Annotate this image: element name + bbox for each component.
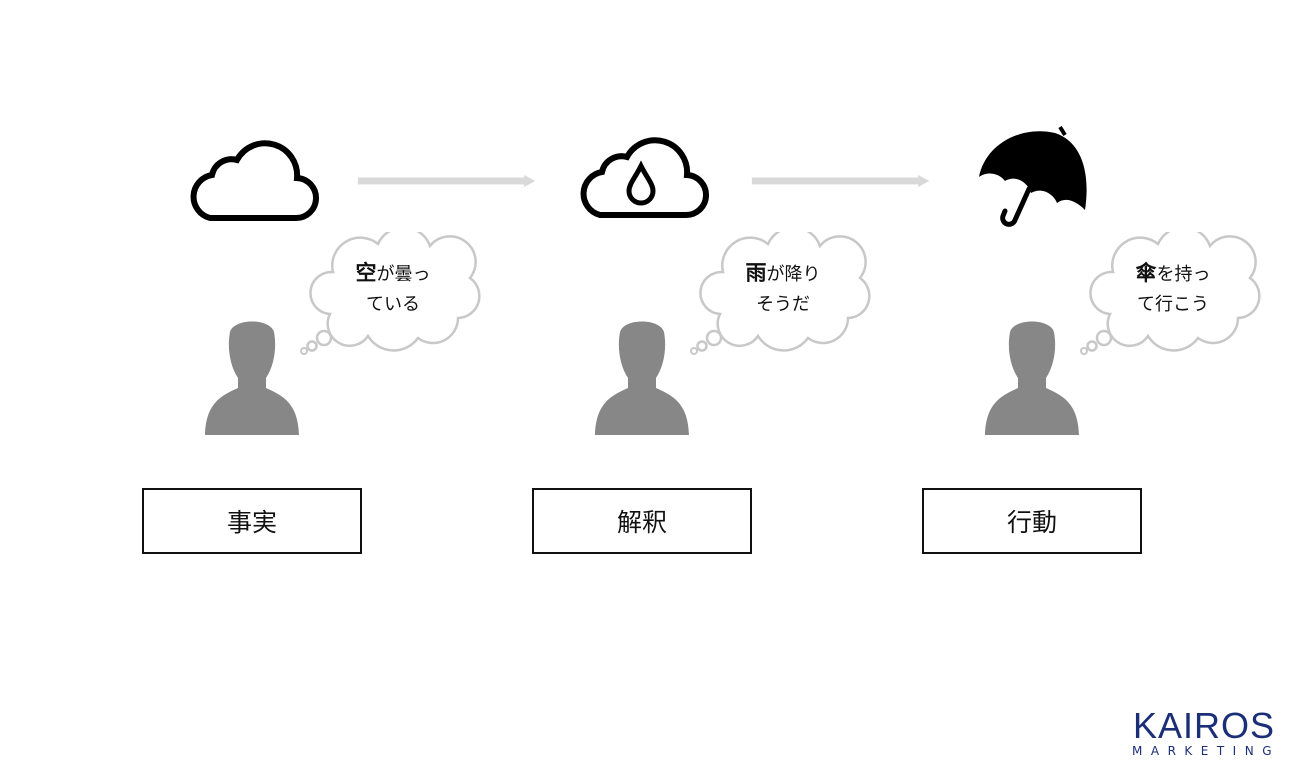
kairos-marketing-logo: KAIROS MARKETING bbox=[1128, 705, 1280, 759]
thought-text: ている bbox=[366, 294, 420, 315]
arrow-interpretation-to-action bbox=[751, 175, 930, 187]
thought-text: が曇っ bbox=[376, 264, 431, 285]
thought-text: そうだ bbox=[756, 294, 810, 315]
person-icon bbox=[595, 321, 689, 435]
thought-bubble-action: 傘を持って行こう bbox=[1078, 226, 1268, 357]
step-label: 事実 bbox=[226, 508, 277, 537]
thought-bubble-fact: 空が曇っている bbox=[298, 226, 488, 357]
thought-text: を持っ bbox=[1156, 264, 1211, 285]
thought-bubble-interpretation: 雨が降りそうだ bbox=[688, 226, 878, 357]
umbrella-icon bbox=[979, 125, 1087, 227]
thought-bubble-shape bbox=[690, 226, 871, 355]
arrow-fact-to-interpretation bbox=[357, 175, 536, 187]
thought-bubble-shape bbox=[300, 226, 481, 355]
label-box-fact: 事実 bbox=[142, 488, 362, 554]
thought-text: が降り bbox=[766, 264, 821, 285]
logo-sub: MARKETING bbox=[1132, 744, 1280, 758]
person-icon bbox=[985, 321, 1079, 435]
thought-bubble-shape bbox=[1080, 226, 1261, 355]
logo-name: KAIROS bbox=[1132, 705, 1276, 746]
thought-text: て行こう bbox=[1137, 294, 1209, 315]
thought-head: 空 bbox=[355, 261, 377, 285]
rain-cloud-icon bbox=[580, 137, 710, 219]
label-box-interpretation: 解釈 bbox=[532, 488, 752, 554]
person-icon bbox=[205, 321, 299, 435]
thought-head: 傘 bbox=[1135, 261, 1157, 285]
step-label: 解釈 bbox=[616, 508, 667, 537]
label-box-action: 行動 bbox=[922, 488, 1142, 554]
cloud-icon bbox=[190, 140, 320, 222]
step-label: 行動 bbox=[1006, 508, 1057, 537]
thought-head: 雨 bbox=[745, 261, 767, 285]
